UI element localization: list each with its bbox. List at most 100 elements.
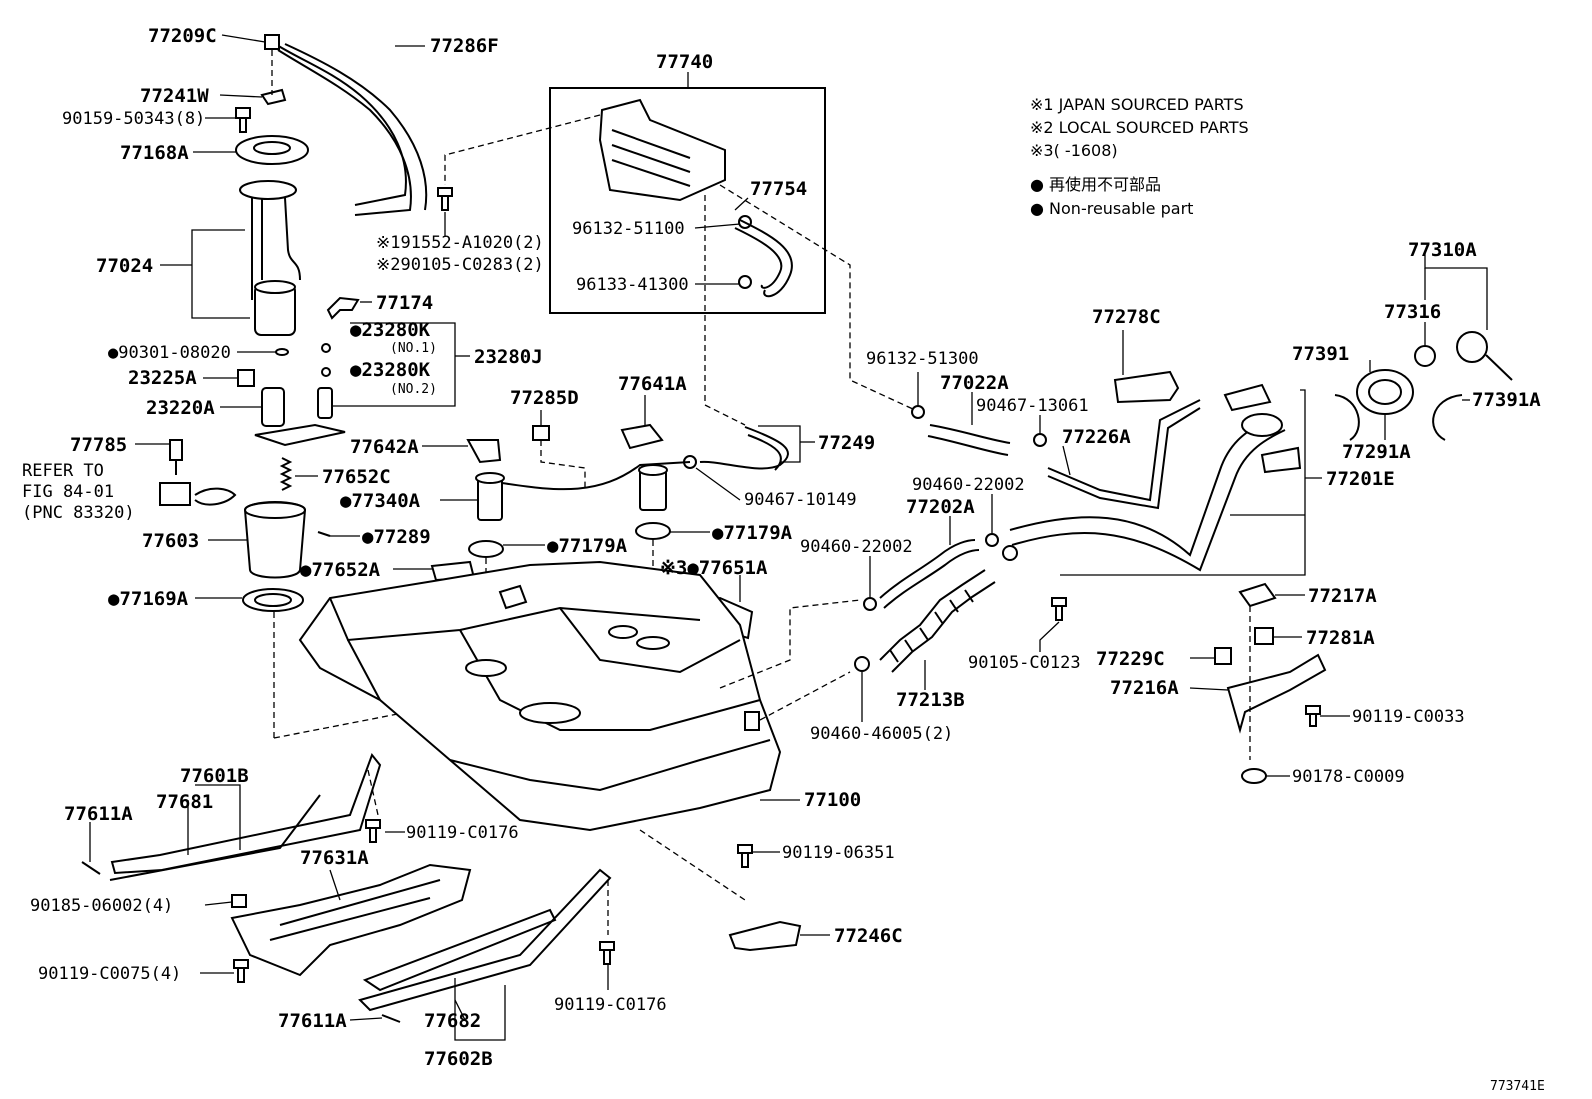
label-90105-C0123[interactable]: 90105-C0123 bbox=[968, 653, 1081, 673]
bracket-77216A bbox=[1226, 653, 1327, 734]
label-77603[interactable]: 77603 bbox=[142, 530, 199, 552]
label-77241W[interactable]: 77241W bbox=[140, 85, 209, 107]
pump-assy-wire bbox=[284, 197, 301, 281]
legend-non-reusable-jp: ● 再使用不可部品 bbox=[1030, 175, 1161, 194]
dash-canister-bolt bbox=[444, 114, 601, 185]
label-191552[interactable]: ※191552-A1020(2) bbox=[376, 233, 544, 253]
dash-tank-hose bbox=[759, 671, 851, 721]
filter-77340A-top bbox=[475, 472, 505, 484]
regulator bbox=[317, 387, 333, 419]
label-77391A[interactable]: 77391A bbox=[1472, 389, 1541, 411]
label-90301[interactable]: ●90301-08020 bbox=[108, 343, 231, 363]
label-77310A[interactable]: 77310A bbox=[1408, 239, 1477, 261]
label-77652A[interactable]: ●77652A bbox=[300, 559, 381, 581]
label-77281A[interactable]: 77281A bbox=[1306, 627, 1375, 649]
label-77202A[interactable]: 77202A bbox=[906, 496, 975, 518]
tank-port-left bbox=[465, 659, 507, 677]
label-96132-51300[interactable]: 96132-51300 bbox=[866, 349, 979, 369]
legend: ※1 JAPAN SOURCED PARTS ※2 LOCAL SOURCED … bbox=[1030, 95, 1249, 218]
label-77754[interactable]: 77754 bbox=[750, 178, 807, 200]
part-labels: 77209C 77286F 77241W 90159-50343(8) 7716… bbox=[22, 25, 1545, 1094]
label-77209C[interactable]: 77209C bbox=[148, 25, 217, 47]
part-23225A bbox=[237, 369, 255, 387]
label-77601B[interactable]: 77601B bbox=[180, 765, 249, 787]
cover-77641A bbox=[620, 423, 664, 450]
label-290105[interactable]: ※290105-C0283(2) bbox=[376, 255, 544, 275]
label-refer-fig[interactable]: FIG 84-01 bbox=[22, 482, 114, 502]
label-77024[interactable]: 77024 bbox=[96, 255, 153, 277]
label-77174[interactable]: 77174 bbox=[376, 292, 433, 314]
label-23280K-1-sub: (NO.1) bbox=[390, 341, 437, 356]
label-77169A[interactable]: ●77169A bbox=[108, 588, 189, 610]
label-77213B[interactable]: 77213B bbox=[896, 689, 965, 711]
label-90119-06351[interactable]: 90119-06351 bbox=[782, 843, 895, 863]
label-77022A[interactable]: 77022A bbox=[940, 372, 1009, 394]
label-77651A[interactable]: ※3●77651A bbox=[660, 557, 768, 579]
label-77391[interactable]: 77391 bbox=[1292, 343, 1349, 365]
label-77641A[interactable]: 77641A bbox=[618, 373, 687, 395]
label-77611A-a[interactable]: 77611A bbox=[64, 803, 133, 825]
label-77682[interactable]: 77682 bbox=[424, 1010, 481, 1032]
label-77285D[interactable]: 77285D bbox=[510, 387, 579, 409]
clip-77281A bbox=[1254, 627, 1274, 645]
dash-tank-bracket bbox=[639, 829, 746, 901]
label-77179A-right[interactable]: ●77179A bbox=[712, 522, 793, 544]
label-77681[interactable]: 77681 bbox=[156, 791, 213, 813]
label-77286F[interactable]: 77286F bbox=[430, 35, 499, 57]
label-77289[interactable]: ●77289 bbox=[362, 526, 431, 548]
label-77168A[interactable]: 77168A bbox=[120, 142, 189, 164]
label-77249[interactable]: 77249 bbox=[818, 432, 875, 454]
spring-77652C bbox=[279, 457, 293, 491]
label-77216A[interactable]: 77216A bbox=[1110, 677, 1179, 699]
clamp-96132-51100 bbox=[738, 215, 752, 229]
strap-77681 bbox=[109, 794, 321, 881]
label-90460-22002-a[interactable]: 90460-22002 bbox=[912, 475, 1025, 495]
label-77229C[interactable]: 77229C bbox=[1096, 648, 1165, 670]
bolt-90105-shaft bbox=[1055, 605, 1063, 621]
label-90185[interactable]: 90185-06002(4) bbox=[30, 896, 173, 916]
label-90119-C0075[interactable]: 90119-C0075(4) bbox=[38, 964, 181, 984]
label-77291A[interactable]: 77291A bbox=[1342, 441, 1411, 463]
label-96133-41300[interactable]: 96133-41300 bbox=[576, 275, 689, 295]
label-90467-13061[interactable]: 90467-13061 bbox=[976, 396, 1089, 416]
cap-77310A bbox=[1456, 331, 1488, 363]
nut-90178 bbox=[1241, 768, 1267, 784]
label-77652C[interactable]: 77652C bbox=[322, 466, 391, 488]
label-77316[interactable]: 77316 bbox=[1384, 301, 1441, 323]
label-90460-22002-b[interactable]: 90460-22002 bbox=[800, 537, 913, 557]
label-23225A[interactable]: 23225A bbox=[128, 367, 197, 389]
filler-pipe-b bbox=[1011, 429, 1286, 572]
reservoir-77603 bbox=[243, 501, 307, 579]
label-23280K-1[interactable]: ●23280K bbox=[350, 319, 431, 341]
label-77611A-b[interactable]: 77611A bbox=[278, 1010, 347, 1032]
label-77278C[interactable]: 77278C bbox=[1092, 306, 1161, 328]
hose-77202A-a bbox=[879, 539, 976, 599]
label-77340A[interactable]: ●77340A bbox=[340, 490, 421, 512]
label-77602B[interactable]: 77602B bbox=[424, 1048, 493, 1070]
label-77100[interactable]: 77100 bbox=[804, 789, 861, 811]
label-23220A[interactable]: 23220A bbox=[146, 397, 215, 419]
label-90119-C0176-a[interactable]: 90119-C0176 bbox=[406, 823, 519, 843]
label-23280J[interactable]: 23280J bbox=[474, 346, 543, 368]
label-77642A[interactable]: 77642A bbox=[350, 436, 419, 458]
label-90460-46005[interactable]: 90460-46005(2) bbox=[810, 724, 953, 744]
label-77631A[interactable]: 77631A bbox=[300, 847, 369, 869]
label-96132-51100[interactable]: 96132-51100 bbox=[572, 219, 685, 239]
label-77246C[interactable]: 77246C bbox=[834, 925, 903, 947]
label-90178-C0009[interactable]: 90178-C0009 bbox=[1292, 767, 1405, 787]
label-77785[interactable]: 77785 bbox=[70, 434, 127, 456]
bolt-90119-C0075-shaft bbox=[237, 967, 245, 983]
label-77217A[interactable]: 77217A bbox=[1308, 585, 1377, 607]
label-77179A-left[interactable]: ●77179A bbox=[547, 535, 628, 557]
label-90119-C0176-b[interactable]: 90119-C0176 bbox=[554, 995, 667, 1015]
label-77201E[interactable]: 77201E bbox=[1326, 468, 1395, 490]
bottom-straps bbox=[81, 752, 830, 1041]
leader-77216A bbox=[1189, 687, 1229, 691]
label-23280K-2[interactable]: ●23280K bbox=[350, 359, 431, 381]
label-90119-C0033[interactable]: 90119-C0033 bbox=[1352, 707, 1465, 727]
clip-77229C bbox=[1214, 647, 1232, 665]
label-90159[interactable]: 90159-50343(8) bbox=[62, 109, 205, 129]
label-90467-10149[interactable]: 90467-10149 bbox=[744, 490, 857, 510]
label-77226A[interactable]: 77226A bbox=[1062, 426, 1131, 448]
label-77740[interactable]: 77740 bbox=[656, 51, 713, 73]
